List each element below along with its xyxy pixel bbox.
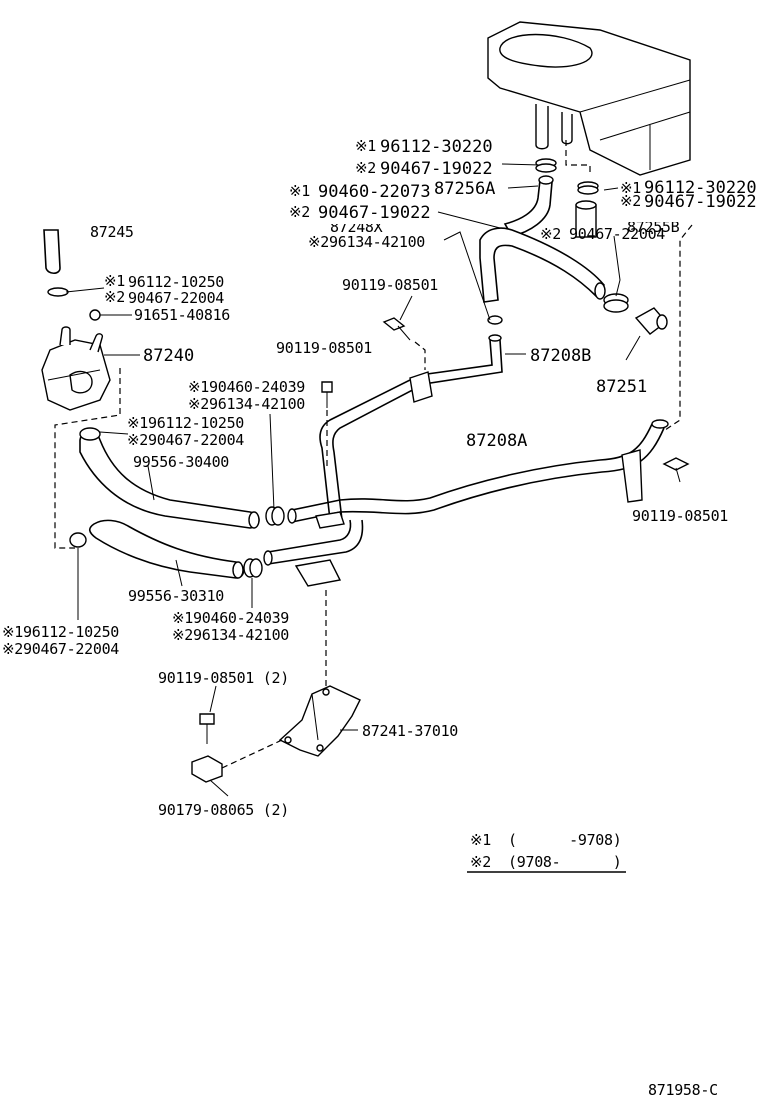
clamp-valve-top: [47, 287, 69, 297]
dash-heater-to-clamp: [565, 140, 591, 175]
clamp-right-top: [577, 181, 599, 195]
label-96112-10250-c: ※196112-10250: [2, 623, 119, 641]
label-96112-10250-a-mark: ※1: [104, 272, 125, 290]
valve-87251: [634, 307, 668, 335]
label-90467-22004-a: 90467-22004: [128, 289, 224, 307]
label-90467-19022-top: 90467-19022: [380, 159, 493, 179]
bolt-90119-08501-2: [199, 713, 215, 744]
dash-bracket-to-nut: [221, 739, 283, 769]
water-valve-87240: [41, 326, 111, 411]
clamp-99556-30400: [265, 506, 285, 526]
label-90467-22004-a-mark: ※2: [104, 288, 125, 306]
legend-row2-range: (9708- ): [508, 853, 622, 871]
pipe-lower: [263, 519, 364, 566]
label-90460-24039-bot: ※190460-24039: [172, 609, 289, 627]
label-90467-22004-right: 90467-22004: [569, 225, 665, 243]
leader-lines: [65, 163, 641, 797]
pipe-bracket-lower: [294, 511, 345, 587]
clamp-upper-hose-end: [603, 293, 629, 313]
dash-center-vertical: [414, 341, 426, 370]
label-90119-08501-top: 90119-08501: [342, 276, 438, 294]
label-90467-22004-b: ※290467-22004: [127, 431, 244, 449]
label-96112-30220-top: 96112-30220: [380, 137, 493, 157]
bolt-90119-08501-right: [662, 457, 690, 483]
label-96112-30220-right: 96112-30220: [644, 178, 757, 198]
label-87208B: 87208B: [530, 346, 591, 366]
bolt-90119-08501-top: [382, 317, 411, 341]
label-87251: 87251: [596, 377, 647, 397]
label-90119-08501-bolt: 90119-08501 (2): [158, 669, 289, 687]
label-91651-40816: 91651-40816: [134, 306, 230, 324]
label-96112-30220-top-mark: ※1: [355, 137, 376, 155]
label-87208A: 87208A: [466, 431, 527, 451]
label-90467-19022-mid: 90467-19022: [318, 203, 431, 223]
legend-row1-mark: ※1: [470, 831, 491, 849]
label-90467-22004-right-mark: ※2: [540, 225, 561, 243]
clip-91651-40816: [89, 309, 101, 321]
label-99556-30400: 99556-30400: [133, 453, 229, 471]
label-90460-22073-mark: ※1: [289, 182, 310, 200]
label-90119-08501-mid: 90119-08501: [276, 339, 372, 357]
pipe-bracket-upper: [409, 371, 433, 403]
hose-87255B-stub: [575, 200, 597, 238]
label-87240: 87240: [143, 346, 194, 366]
legend: ※1 ( -9708) ※2 (9708- ): [467, 831, 626, 873]
hose-99556-30400: [79, 427, 260, 529]
legend-row1-range: ( -9708): [508, 831, 622, 849]
label-87255B: 87255B: [627, 218, 680, 236]
diagram-code: 871958-C: [648, 1081, 718, 1099]
label-87248X: 87248X: [330, 218, 383, 236]
hose-87245-stub: [43, 229, 61, 275]
hose-99556-30310: [88, 519, 245, 579]
label-96112-30220-right-mark: ※1: [620, 179, 641, 197]
nut-90179-08065: [191, 755, 223, 783]
label-90179-08065: 90179-08065 (2): [158, 801, 289, 819]
dash-right-lower: [664, 224, 693, 431]
label-96134-42100-mid: ※296134-42100: [188, 395, 305, 413]
label-90467-19022-right-mark: ※2: [620, 192, 641, 210]
hose-87248X: [479, 227, 606, 303]
label-90467-19022-mid-mark: ※2: [289, 203, 310, 221]
label-96134-42100-bot: ※296134-42100: [172, 626, 289, 644]
label-90460-22073: 90460-22073: [318, 182, 431, 202]
heater-unit-drawing: [487, 21, 691, 176]
label-96112-10250-b: ※196112-10250: [127, 414, 244, 432]
label-90467-22004-c: ※290467-22004: [2, 640, 119, 658]
label-96134-42100-top: ※296134-42100: [308, 233, 425, 251]
pipe-bracket-right: [621, 449, 643, 503]
label-87245: 87245: [90, 223, 134, 241]
pipe-87208B: [319, 315, 503, 521]
label-90467-19022-right: 90467-19022: [644, 192, 757, 212]
clamp-lower-left: [69, 532, 87, 548]
dash-left-bracket: [54, 368, 121, 549]
clamp-top-small: [535, 158, 557, 173]
label-96112-10250-a: 96112-10250: [128, 273, 224, 291]
label-90460-24039-top: ※190460-24039: [188, 378, 305, 396]
clamp-99556-30310: [243, 558, 263, 578]
label-90467-19022-top-mark: ※2: [355, 159, 376, 177]
label-90119-08501-right: 90119-08501: [632, 507, 728, 525]
label-87241-37010: 87241-37010: [362, 722, 458, 740]
bracket-87241-37010: [278, 685, 361, 757]
label-99556-30310: 99556-30310: [128, 587, 224, 605]
legend-row2-mark: ※2: [470, 853, 491, 871]
label-87256A: 87256A: [434, 179, 495, 199]
bolt-90119-08501-mid: [321, 381, 333, 408]
